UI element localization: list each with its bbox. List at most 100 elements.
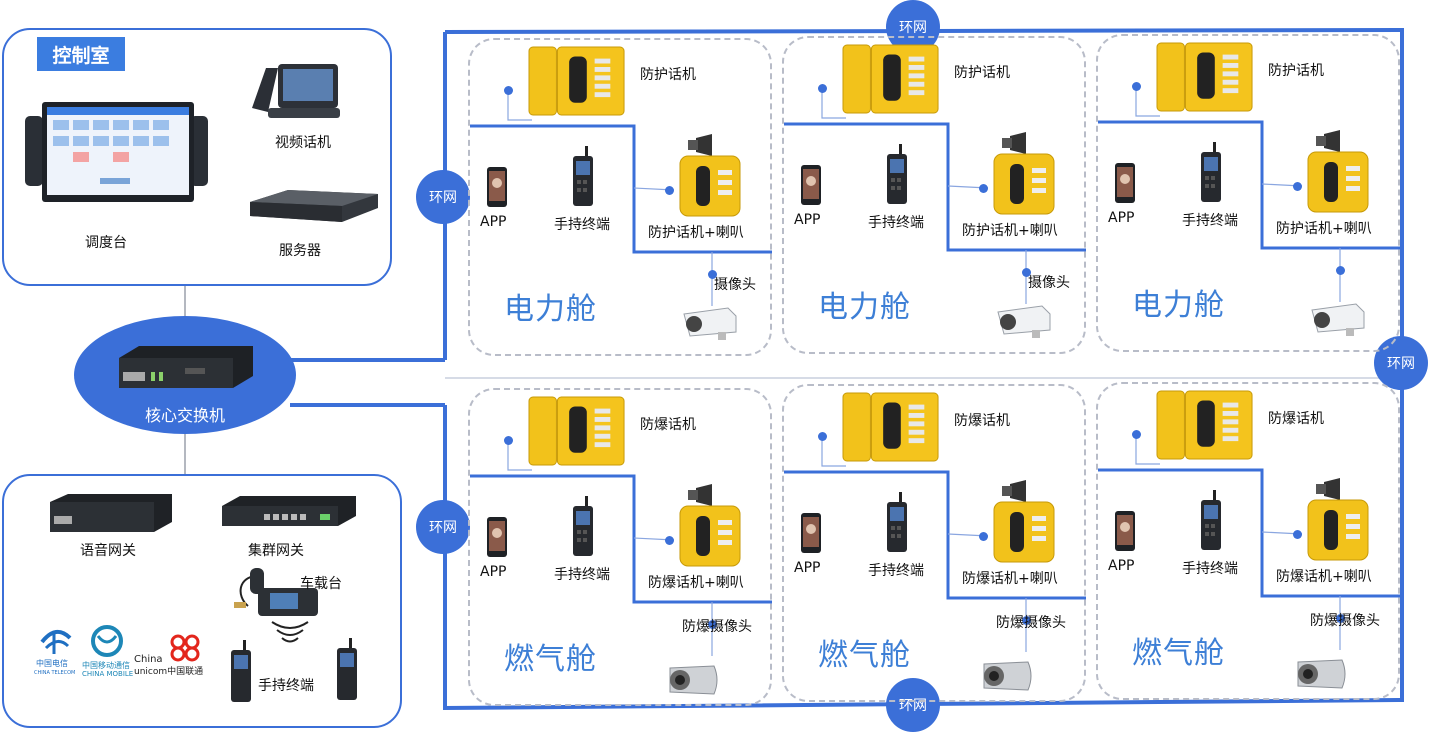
cabin-border (782, 36, 1086, 354)
bus-node (1336, 266, 1345, 275)
app-phone-icon (800, 164, 822, 210)
cabin: 防爆话机 APP 手持终端 防爆话机+喇叭 防爆摄像头 燃气舱 (1096, 382, 1400, 700)
cabin-name: 燃气舱 (1132, 636, 1225, 671)
cabin-bus-lines (784, 436, 1086, 652)
video-phone-icon (252, 64, 340, 118)
phone-label: 防护话机 (640, 67, 696, 83)
protective-phone-icon (1156, 390, 1254, 464)
cabin-border (468, 388, 772, 706)
china-mobile-logo (91, 625, 123, 657)
bus-node (1022, 616, 1031, 625)
ring-network-bottom: 环网 (886, 678, 940, 732)
camera-icon (1292, 654, 1350, 698)
phone-horn-label: 防护话机+喇叭 (1276, 221, 1372, 237)
bus-node (708, 270, 717, 279)
handheld-terminal-icon (884, 144, 910, 210)
china-telecom-en: CHINA TELECOM (34, 670, 76, 676)
core-switch-icon (119, 346, 253, 388)
video-phone-label: 视频话机 (275, 135, 331, 151)
app-phone-icon (800, 512, 822, 558)
handheld-terminal-icon (1198, 142, 1224, 208)
phone-horn-label: 防爆话机+喇叭 (962, 571, 1058, 587)
cabin: 防护话机 APP 手持终端 防护话机+喇叭 摄像头 电力舱 (782, 36, 1086, 354)
app-label: APP (480, 564, 507, 580)
cabin-name: 燃气舱 (818, 638, 911, 673)
control-room-title: 控制室 (37, 37, 125, 71)
phone-horn-label: 防爆话机+喇叭 (648, 575, 744, 591)
phone-horn-icon (988, 480, 1058, 568)
phone-label: 防护话机 (1268, 63, 1324, 79)
handheld-terminal-icon (1198, 490, 1224, 556)
handheld-label: 手持终端 (1182, 561, 1238, 577)
cabin-border (1096, 382, 1400, 700)
cabin-border (468, 38, 772, 356)
handheld-label: 手持终端 (868, 215, 924, 231)
vehicle-station-label: 车载台 (300, 576, 342, 592)
phone-horn-icon (674, 484, 744, 572)
handheld-label: 手持终端 (554, 567, 610, 583)
app-phone-icon (1114, 510, 1136, 556)
camera-label: 摄像头 (714, 277, 756, 293)
camera-label: 防爆摄像头 (682, 619, 752, 635)
protective-phone-icon (842, 44, 940, 118)
app-phone-icon (486, 516, 508, 562)
app-label: APP (794, 560, 821, 576)
china-telecom-logo (40, 630, 72, 654)
bus-node (1293, 530, 1302, 539)
cabin-name: 电力舱 (504, 292, 597, 327)
china-mobile-text: 中国移动通信 (82, 661, 130, 670)
cabin: 防护话机 APP 手持终端 防护话机+喇叭 电力舱 (1096, 34, 1400, 352)
cabin-name: 燃气舱 (504, 642, 597, 677)
bus-node (504, 86, 513, 95)
handheld-label: 手持终端 (554, 217, 610, 233)
bus-node (665, 536, 674, 545)
handheld-terminal-icon (570, 146, 596, 212)
core-switch-label: 核心交换机 (144, 406, 225, 425)
app-label: APP (1108, 558, 1135, 574)
china-mobile-en: CHINA MOBILE (82, 670, 134, 678)
camera-icon (978, 656, 1036, 700)
camera-icon (994, 302, 1054, 342)
camera-icon (664, 660, 722, 704)
cabin-bus-lines (470, 90, 772, 306)
phone-horn-label: 防护话机+喇叭 (648, 225, 744, 241)
camera-icon (1308, 300, 1368, 340)
cabin-name: 电力舱 (1132, 288, 1225, 323)
phone-horn-label: 防护话机+喇叭 (962, 223, 1058, 239)
app-label: APP (1108, 210, 1135, 226)
handheld-terminal-icon (337, 638, 357, 700)
server-icon (250, 190, 378, 222)
cabin: 防爆话机 APP 手持终端 防爆话机+喇叭 防爆摄像头 燃气舱 (782, 384, 1086, 702)
cabin-border (1096, 34, 1400, 352)
phone-label: 防爆话机 (954, 413, 1010, 429)
cabin: 防爆话机 APP 手持终端 防爆话机+喇叭 防爆摄像头 燃气舱 (468, 388, 772, 706)
dispatch-console-label: 调度台 (85, 235, 127, 251)
wireless-signal-icon (271, 621, 309, 643)
cabin-name: 电力舱 (818, 290, 911, 325)
handheld-terminal-label: 手持终端 (258, 678, 314, 694)
china-unicom-en1: China (134, 654, 163, 665)
camera-label: 摄像头 (1028, 275, 1070, 291)
china-telecom-text: 中国电信 (36, 659, 68, 668)
phone-horn-icon (988, 132, 1058, 220)
protective-phone-icon (1156, 42, 1254, 116)
bus-node (504, 436, 513, 445)
app-label: APP (794, 212, 821, 228)
phone-horn-icon (1302, 478, 1372, 566)
protective-phone-icon (528, 396, 626, 470)
vehicle-station-icon (234, 568, 318, 616)
protective-phone-icon (842, 392, 940, 466)
bus-node (1132, 82, 1141, 91)
handheld-terminal-icon (884, 492, 910, 558)
voice-gateway-icon (50, 494, 172, 532)
bus-node (979, 532, 988, 541)
protective-phone-icon (528, 46, 626, 120)
china-unicom-logo (170, 634, 200, 662)
china-unicom-en2: unicom中国联通 (134, 667, 204, 677)
ring-network-left-bottom: 环网 (416, 500, 470, 554)
cabin: 防护话机 APP 手持终端 防护话机+喇叭 摄像头 电力舱 (468, 38, 772, 356)
app-phone-icon (1114, 162, 1136, 208)
bus-node (1336, 614, 1345, 623)
trunk-gateway-icon (222, 496, 356, 526)
